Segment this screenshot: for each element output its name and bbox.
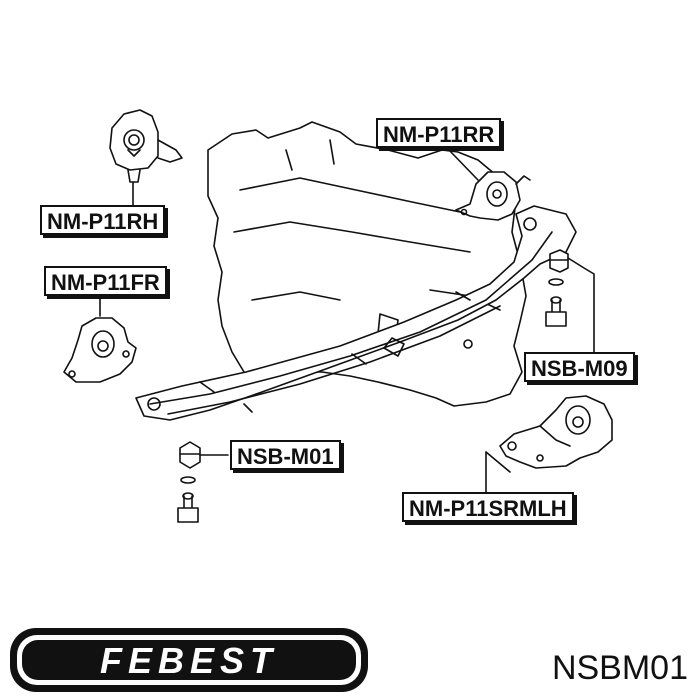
mount-nm-p11fr: [63, 293, 137, 383]
label-nm-p11srmlh: NM-P11SRMLH: [402, 492, 574, 522]
part-number: NSBM01: [551, 649, 688, 687]
fastener-nsb-m01: [177, 441, 229, 523]
mount-nm-p11rh: [109, 109, 183, 206]
label-nsb-m01: NSB-M01: [230, 440, 341, 470]
mount-nm-p11rr: [447, 148, 531, 221]
label-nm-p11fr: NM-P11FR: [44, 266, 167, 296]
subframe-crossmember: [135, 205, 577, 421]
label-nm-p11rh: NM-P11RH: [40, 205, 166, 235]
label-nm-p11rr: NM-P11RR: [376, 118, 502, 148]
label-nsb-m09: NSB-M09: [524, 352, 635, 382]
engine-block: [207, 121, 527, 407]
fastener-nsb-m09: [545, 249, 595, 357]
mount-nm-p11srmlh: [485, 395, 613, 493]
febest-logo: FEBEST: [10, 628, 368, 692]
brand-text: FEBEST: [100, 640, 278, 681]
